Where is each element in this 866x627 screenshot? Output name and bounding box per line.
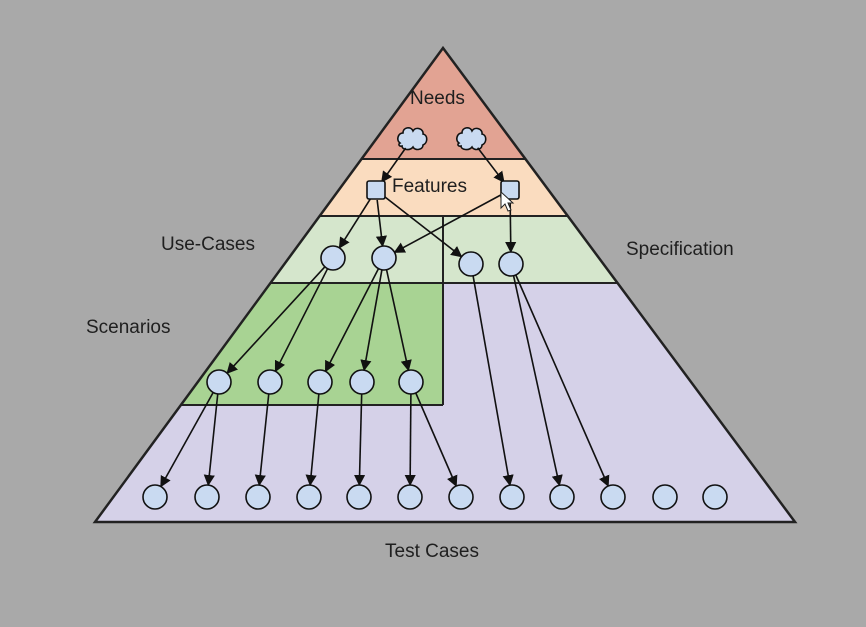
square-node-icon (366, 180, 386, 200)
circle-node-icon (346, 484, 372, 510)
scenarios-label: Scenarios (86, 317, 171, 338)
circle-node-icon (206, 369, 232, 395)
trace-arrow (324, 268, 380, 373)
trace-arrow (353, 393, 366, 487)
trace-arrow (381, 147, 407, 183)
trace-arrow (512, 275, 563, 487)
trace-arrow (477, 147, 505, 183)
trace-arrow (254, 393, 270, 487)
diagram-nodes (142, 180, 728, 510)
cloud-icon (397, 127, 428, 151)
circle-node-icon (498, 251, 524, 277)
trace-arrow (515, 274, 610, 488)
trace-arrows (160, 147, 610, 488)
trace-arrow (203, 393, 219, 487)
circle-node-icon (296, 484, 322, 510)
circle-node-icon (448, 484, 474, 510)
trace-arrow (404, 393, 416, 487)
trace-arrow (226, 266, 326, 374)
circle-node-icon (371, 245, 397, 271)
circle-node-icon (320, 245, 346, 271)
circle-node-icon (600, 484, 626, 510)
specification-label: Specification (626, 239, 734, 260)
trace-arrow (383, 195, 463, 258)
use-cases-label: Use-Cases (161, 234, 255, 255)
pyramid-outline (92, 45, 798, 524)
circle-node-icon (194, 484, 220, 510)
trace-arrow (338, 198, 372, 249)
use-cases-band (95, 216, 795, 283)
circle-node-icon (142, 484, 168, 510)
trace-arrow (393, 194, 502, 254)
circle-node-icon (702, 484, 728, 510)
circle-node-icon (549, 484, 575, 510)
circle-node-icon (349, 369, 375, 395)
trace-arrow (305, 393, 320, 487)
circle-node-icon (458, 251, 484, 277)
circle-node-icon (257, 369, 283, 395)
circle-node-icon (307, 369, 333, 395)
trace-arrow (415, 392, 458, 488)
trace-arrow (274, 268, 329, 373)
trace-arrow (472, 275, 514, 487)
trace-arrow (385, 269, 412, 372)
circle-node-icon (397, 484, 423, 510)
trace-arrow (360, 269, 383, 372)
square-node-icon (500, 180, 520, 200)
circle-node-icon (499, 484, 525, 510)
mouse-cursor-icon (500, 190, 515, 212)
circle-node-icon (398, 369, 424, 395)
circle-node-icon (652, 484, 678, 510)
trace-arrow (375, 199, 387, 248)
test-cases-label: Test Cases (385, 541, 479, 562)
cloud-icon (456, 127, 487, 151)
needs-label: Needs (410, 88, 465, 109)
features-label: Features (392, 176, 467, 197)
circle-node-icon (245, 484, 271, 510)
trace-arrow (160, 392, 214, 488)
